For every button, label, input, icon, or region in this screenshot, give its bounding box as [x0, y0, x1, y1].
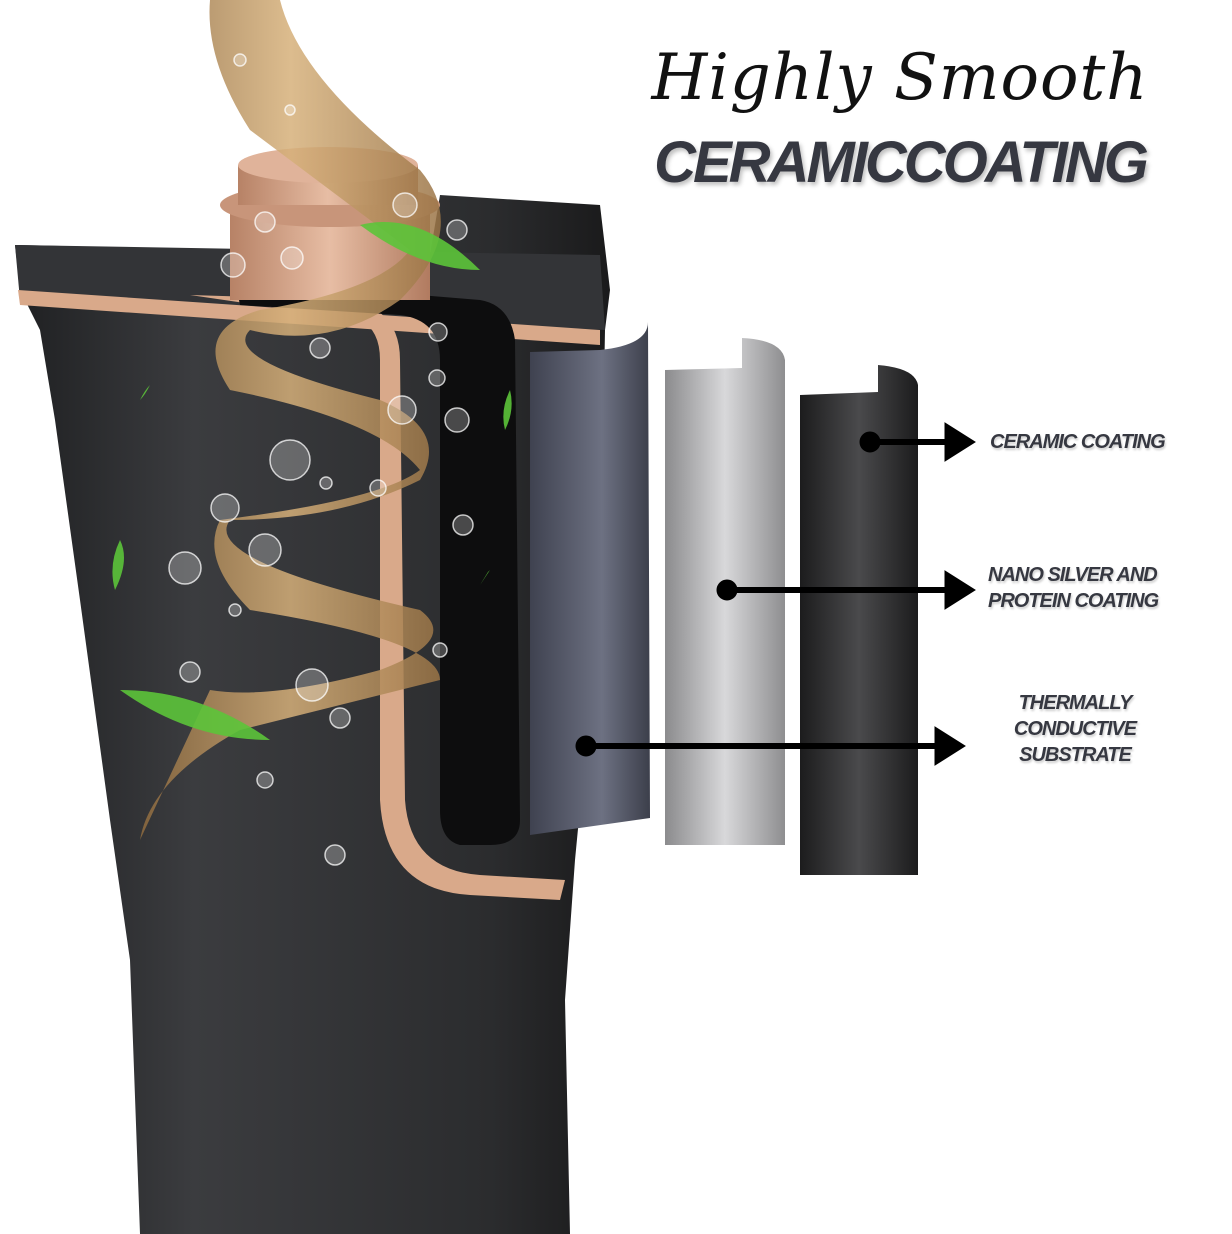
- label-nano-silver: NANO SILVER AND PROTEIN COATING: [988, 562, 1213, 614]
- pointer-arrows: [575, 422, 976, 766]
- substrate-plate: [530, 322, 650, 835]
- label-substrate: THERMALLY CONDUCTIVE SUBSTRATE: [995, 690, 1155, 768]
- label-line: PROTEIN COATING: [988, 590, 1159, 612]
- title-script: Highly Smooth: [651, 41, 1149, 115]
- leaves: [112, 222, 512, 740]
- bubbles: [168, 53, 474, 866]
- hair-curl: [140, 0, 441, 840]
- title-headline: CERAMICCOATING: [654, 130, 1149, 195]
- label-line: NANO SILVER AND: [988, 564, 1158, 586]
- label-line: THERMALLY: [1018, 692, 1133, 714]
- label-line: CONDUCTIVE: [1013, 718, 1137, 740]
- label-line: CERAMIC COATING: [990, 431, 1166, 453]
- label-ceramic-coating: CERAMIC COATING: [990, 429, 1210, 455]
- label-line: SUBSTRATE: [1019, 744, 1132, 766]
